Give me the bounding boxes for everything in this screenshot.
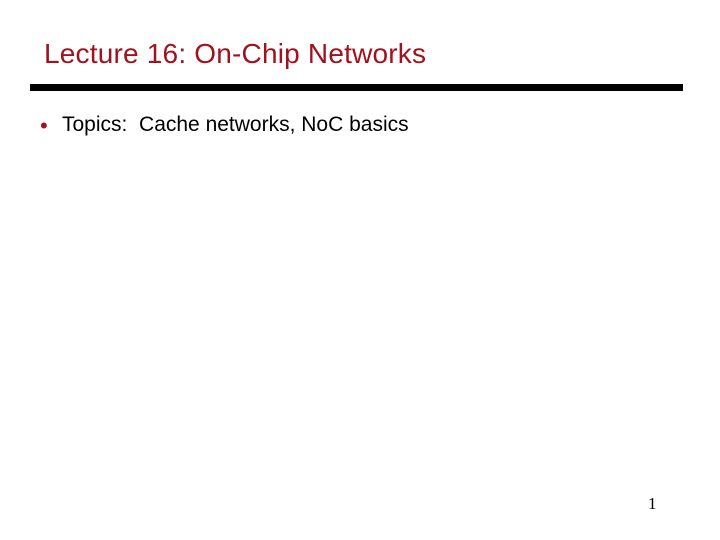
slide-title: Lecture 16: On-Chip Networks	[44, 38, 427, 69]
bullet-item: • Topics: Cache networks, NoC basics	[40, 113, 409, 137]
page-number: 1	[648, 494, 657, 513]
bullet-text: Topics: Cache networks, NoC basics	[62, 113, 409, 136]
bullet-marker: •	[40, 113, 48, 138]
title-divider-rule	[30, 84, 683, 91]
